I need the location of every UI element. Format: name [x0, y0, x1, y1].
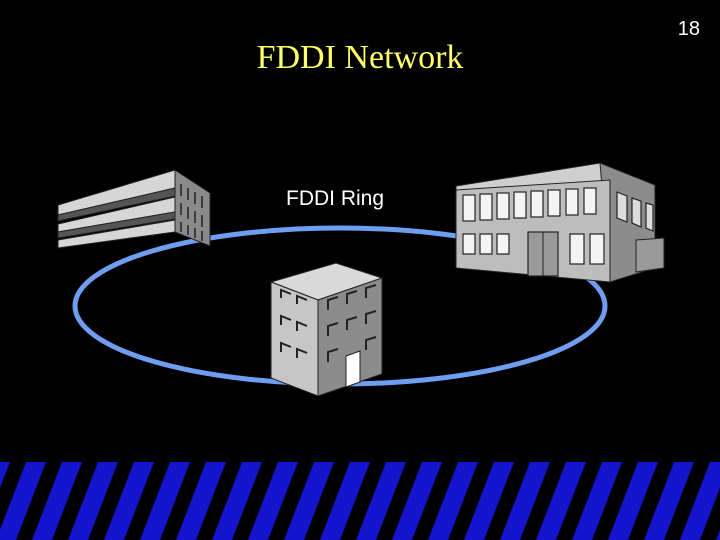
- stripe: [464, 462, 514, 540]
- decorative-stripes: [0, 462, 720, 540]
- stripe: [644, 462, 694, 540]
- stripe: [392, 462, 442, 540]
- stripe: [356, 462, 406, 540]
- slide-title: FDDI Network: [256, 39, 464, 76]
- stripe: [680, 462, 720, 540]
- stripe: [68, 462, 118, 540]
- stripe: [212, 462, 262, 540]
- stripe: [608, 462, 658, 540]
- stripe: [248, 462, 298, 540]
- stripe: [140, 462, 190, 540]
- large-office-building-icon: [455, 162, 665, 283]
- stripe: [320, 462, 370, 540]
- page-number: 18: [677, 18, 700, 40]
- stripe: [0, 462, 46, 540]
- stripe: [0, 462, 10, 488]
- stripe: [176, 462, 226, 540]
- low-office-building-icon: [57, 169, 211, 249]
- stripe: [32, 462, 82, 540]
- ring-label: FDDI Ring: [286, 187, 385, 210]
- stripe: [536, 462, 586, 540]
- stripe: [716, 529, 720, 540]
- stripe: [104, 462, 154, 540]
- stripe: [572, 462, 622, 540]
- stripe: [284, 462, 334, 540]
- stripe: [428, 462, 478, 540]
- tall-office-building-icon: [269, 262, 384, 397]
- stripe: [500, 462, 550, 540]
